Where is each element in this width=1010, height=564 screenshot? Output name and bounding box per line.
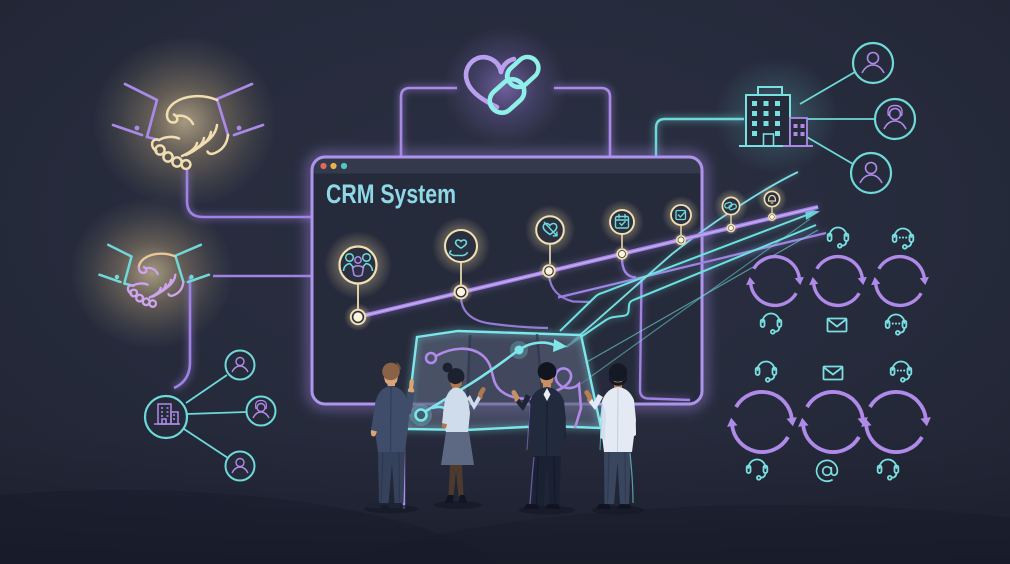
svg-text:CRM System: CRM System (326, 179, 456, 209)
